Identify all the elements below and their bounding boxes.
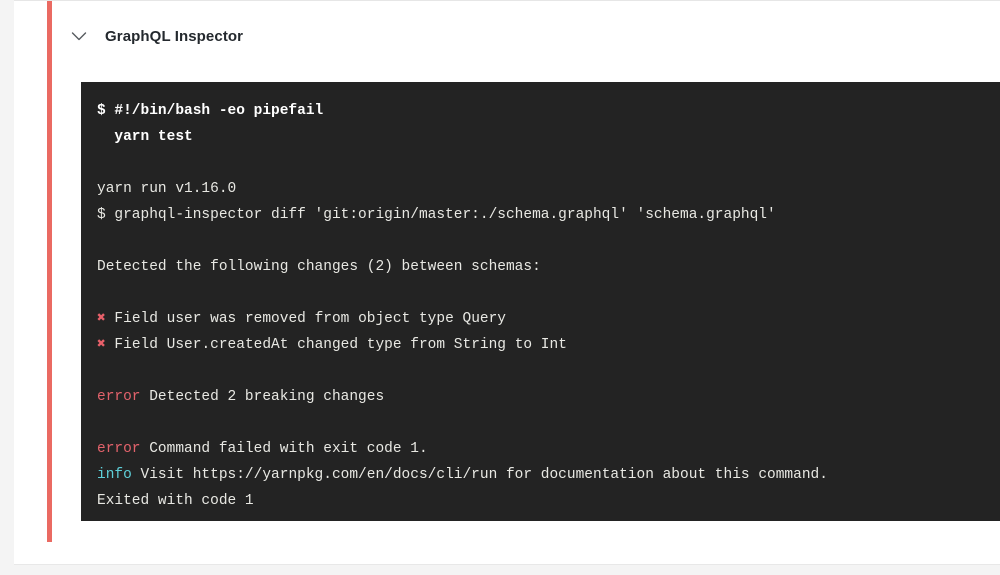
- log-line: Detected the following changes (2) betwe…: [97, 254, 998, 280]
- log-line: [97, 410, 998, 436]
- log-line-text: Exited with code 1: [97, 493, 254, 509]
- failure-status-bar: [47, 1, 52, 542]
- log-line-text: Command failed with exit code 1.: [140, 441, 428, 457]
- check-title: GraphQL Inspector: [105, 27, 244, 45]
- log-output: $ #!/bin/bash -eo pipefail yarn test yar…: [97, 98, 998, 514]
- log-line-text: Field user was removed from object type …: [105, 311, 506, 327]
- log-cross-icon: ✖: [97, 311, 106, 327]
- log-cross-icon: ✖: [97, 337, 106, 353]
- log-command-text: $ #!/bin/bash -eo pipefail: [97, 103, 324, 119]
- log-line: error Detected 2 breaking changes: [97, 384, 998, 410]
- log-command-text: yarn test: [97, 129, 193, 145]
- log-line: error Command failed with exit code 1.: [97, 436, 998, 462]
- log-line-text: Detected 2 breaking changes: [140, 389, 385, 405]
- log-line-text: $ graphql-inspector diff 'git:origin/mas…: [97, 207, 776, 223]
- log-info-label: info: [97, 467, 132, 483]
- log-line: $ #!/bin/bash -eo pipefail: [97, 98, 998, 124]
- check-detail-card: GraphQL Inspector $ #!/bin/bash -eo pipe…: [14, 0, 1000, 565]
- log-line-text: yarn run v1.16.0: [97, 181, 237, 197]
- log-line: [97, 280, 998, 306]
- log-line-text: Detected the following changes (2) betwe…: [97, 259, 541, 275]
- log-line: Exited with code 1: [97, 488, 998, 514]
- log-line: ✖ Field user was removed from object typ…: [97, 306, 998, 332]
- log-line: ✖ Field User.createdAt changed type from…: [97, 332, 998, 358]
- log-line-text: Visit https://yarnpkg.com/en/docs/cli/ru…: [131, 467, 828, 483]
- log-error-label: error: [97, 389, 141, 405]
- log-line: [97, 150, 998, 176]
- log-line: $ graphql-inspector diff 'git:origin/mas…: [97, 202, 998, 228]
- build-log-terminal[interactable]: $ #!/bin/bash -eo pipefail yarn test yar…: [81, 82, 1000, 521]
- log-line: yarn run v1.16.0: [97, 176, 998, 202]
- check-header[interactable]: GraphQL Inspector: [67, 17, 243, 55]
- chevron-down-icon[interactable]: [67, 24, 91, 48]
- log-error-label: error: [97, 441, 141, 457]
- log-line: yarn test: [97, 124, 998, 150]
- log-line: [97, 228, 998, 254]
- log-line-text: Field User.createdAt changed type from S…: [105, 337, 567, 353]
- log-line: [97, 358, 998, 384]
- log-line: info Visit https://yarnpkg.com/en/docs/c…: [97, 462, 998, 488]
